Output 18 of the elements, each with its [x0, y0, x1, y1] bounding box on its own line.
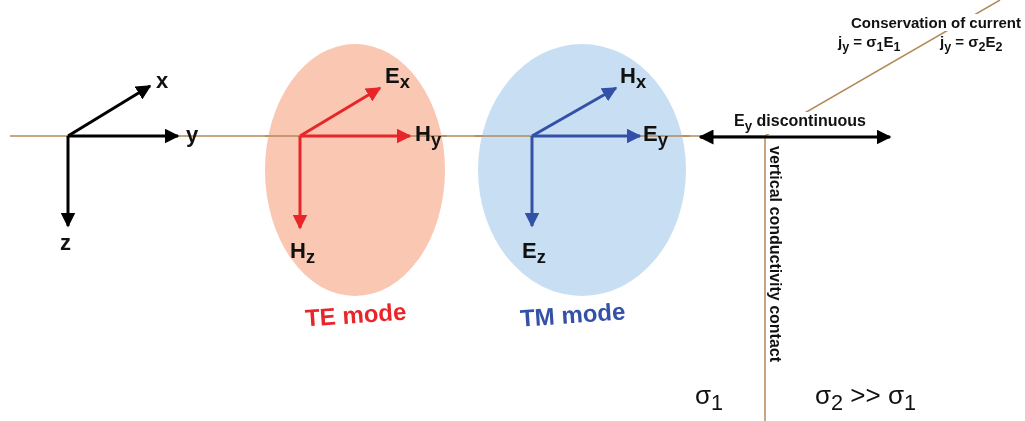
equation: j$_{y}$ = σ$_{1}$E$_{1}$ — [838, 34, 901, 54]
conductivity-label: σ$_{1}$ — [695, 382, 724, 414]
annotation-text: E$_{y}$ discontinuous — [732, 112, 868, 134]
field-label: E$_{y}$ — [643, 123, 668, 150]
mode-label: TE mode — [304, 299, 408, 331]
axis-label: y — [186, 124, 199, 146]
annotation-text: vertical conductivity contact — [767, 146, 783, 363]
axis-label: x — [156, 70, 169, 92]
axis-label: z — [60, 232, 71, 254]
mode-label: TM mode — [519, 299, 627, 331]
field-label: H$_{y}$ — [415, 123, 442, 150]
conductivity-label: σ$_{2}$ >> σ$_{1}$ — [815, 382, 916, 414]
field-label: E$_{z}$ — [522, 240, 546, 267]
field-label: H$_{x}$ — [620, 65, 647, 92]
annotation-text: Conservation of current — [849, 14, 1024, 31]
equation: j$_{y}$ = σ$_{2}$E$_{2}$ — [940, 34, 1003, 54]
field-label: H$_{z}$ — [290, 240, 316, 267]
field-label: E$_{x}$ — [385, 65, 410, 92]
